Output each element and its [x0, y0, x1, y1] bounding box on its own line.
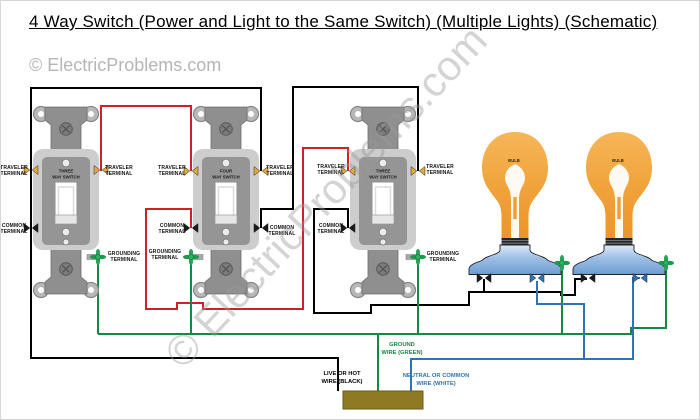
common-terminal-label: COMMON [160, 223, 184, 229]
grounding-terminal-label: TERMINAL [110, 257, 137, 263]
traveler-terminal-label: TRAVELER [317, 164, 345, 170]
common-terminal-label: COMMON [319, 223, 343, 229]
grounding-terminal-label: GROUNDING [108, 251, 140, 257]
neutral-wire-label: NEUTRAL OR COMMON [403, 373, 470, 379]
switch-2-four-way: FOUR WAY SWITCH [192, 105, 260, 299]
lamp-2: BULB [572, 131, 666, 275]
terminal-labels: TRAVELER TERMINAL TRAVELER TERMINAL COMM… [1, 164, 459, 263]
switch-type-label: WAY SWITCH [369, 175, 396, 180]
common-terminal-label: TERMINAL [1, 229, 28, 235]
page-title: 4 Way Switch (Power and Light to the Sam… [29, 12, 658, 31]
traveler-terminal-label: TERMINAL [158, 171, 185, 177]
ground-wire-label: GROUND [389, 342, 415, 348]
common-terminal-label: COMMON [270, 225, 294, 231]
traveler-terminal-label: TRAVELER [426, 164, 454, 170]
traveler-terminal-label: TERMINAL [266, 171, 293, 177]
switch-type-label: WAY SWITCH [52, 175, 79, 180]
grounding-terminal-label: TERMINAL [429, 257, 456, 263]
wires [30, 86, 667, 391]
common-terminal-label: TERMINAL [158, 229, 185, 235]
switch-type-label: FOUR [220, 169, 233, 174]
power-source-bar [342, 390, 424, 410]
black-wire-sw2-to-sw3 [260, 86, 419, 228]
switch-body [349, 105, 417, 299]
power-wire-labels: LIVE OR HOT WIRE (BLACK) GROUND WIRE (GR… [322, 342, 470, 387]
grounding-terminal-screw [182, 248, 200, 266]
common-terminal-label: TERMINAL [268, 231, 295, 237]
hot-wire-power-to-sw1 [30, 87, 339, 391]
bulb-label: BULB [612, 158, 624, 163]
switch-type-label: THREE [59, 169, 74, 174]
neutral-wire-lamp1 [536, 281, 585, 359]
red-traveler-wire-sw1-to-sw2 [100, 105, 192, 171]
traveler-terminal-label: TERMINAL [1, 171, 28, 177]
switch-3-three-way: THREE WAY SWITCH [349, 105, 417, 299]
live-wire-label: WIRE (BLACK) [322, 379, 363, 385]
bulb-and-holder [468, 131, 562, 275]
bulb-and-holder [572, 131, 666, 275]
traveler-terminal-label: TRAVELER [1, 165, 28, 171]
grounding-terminal-label: GROUNDING [149, 249, 181, 255]
traveler-terminal-label: TRAVELER [105, 165, 133, 171]
grounding-terminal-label: GROUNDING [427, 251, 459, 257]
switch-body [32, 105, 100, 299]
common-terminal-label: COMMON [2, 223, 26, 229]
grounding-terminal-screw [409, 248, 427, 266]
traveler-terminal-label: TERMINAL [426, 170, 453, 176]
black-wire-sw3-to-lamp1 [313, 208, 485, 314]
switch-type-label: THREE [376, 169, 391, 174]
black-wire-lamp1-to-lamp2 [484, 278, 587, 296]
traveler-terminal-label: TRAVELER [266, 165, 294, 171]
corner-watermark: © ElectricProblems.com [29, 55, 222, 75]
grounding-terminal-screw [89, 248, 107, 266]
switch-type-label: WAY SWITCH [212, 175, 239, 180]
bulb-label: BULB [508, 158, 520, 163]
live-wire-label: LIVE OR HOT [323, 371, 360, 377]
switch-body [192, 105, 260, 299]
switch-1-three-way: THREE WAY SWITCH [32, 105, 100, 299]
terminal-screws [23, 165, 675, 283]
grounding-terminal-label: TERMINAL [151, 255, 178, 261]
ground-wire-label: WIRE (GREEN) [381, 350, 422, 356]
lamp-1: BULB [468, 131, 562, 275]
neutral-wire-label: WIRE (WHITE) [416, 381, 455, 387]
traveler-terminal-label: TERMINAL [105, 171, 132, 177]
ground-wire-bus [98, 265, 667, 335]
common-terminal-label: TERMINAL [317, 229, 344, 235]
traveler-terminal-label: TERMINAL [317, 170, 344, 176]
traveler-terminal-label: TRAVELER [158, 165, 186, 171]
